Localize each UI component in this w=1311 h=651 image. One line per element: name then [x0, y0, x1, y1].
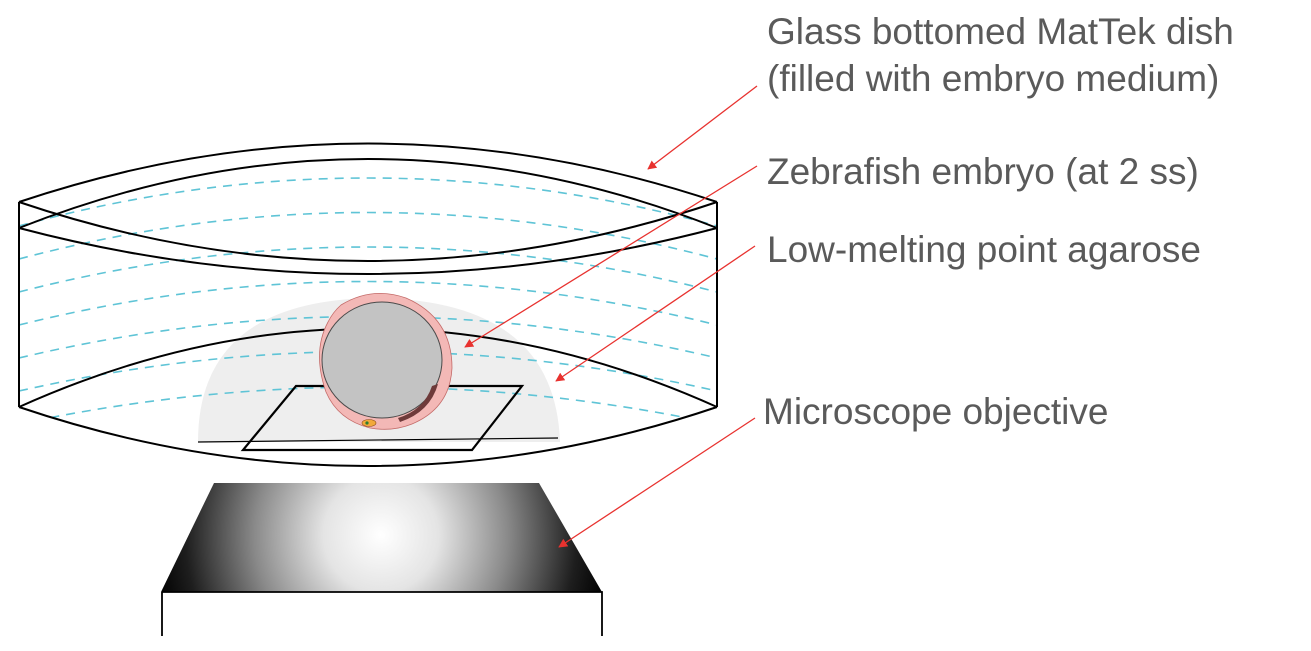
embryo-eye	[365, 421, 369, 425]
embryo-dark-edge	[398, 384, 438, 422]
embryo-yolk	[321, 301, 443, 419]
objective-barrel	[161, 591, 603, 636]
dish-label-line1: Glass bottomed MatTek dish	[767, 11, 1234, 52]
dish-leader-arrow	[647, 85, 758, 170]
embryo-label: Zebrafish embryo (at 2 ss)	[767, 151, 1199, 192]
microscope-objective	[161, 483, 603, 636]
dish-rim-inner	[18, 201, 718, 262]
dish-label-line2: (filled with embryo medium)	[767, 58, 1220, 99]
agarose-leader-arrow	[555, 245, 756, 382]
glass-bottomed-dish	[18, 142, 718, 467]
leader-lines	[464, 85, 758, 548]
embryo-medium	[19, 177, 717, 425]
embryo-body	[361, 419, 377, 427]
objective-label: Microscope objective	[763, 391, 1109, 432]
dish-rim-top	[18, 142, 718, 203]
agarose-base	[197, 437, 559, 443]
dish-bottom-front	[18, 406, 718, 467]
dish-rim-cross-left	[18, 158, 718, 229]
dish-rim-cross-right	[18, 227, 718, 275]
agarose-label: Low-melting point agarose	[767, 229, 1201, 270]
embryo-leader-arrow	[464, 165, 758, 348]
zebrafish-embryo	[319, 293, 453, 430]
dish-label: Glass bottomed MatTek dish (filled with …	[767, 8, 1234, 102]
objective-lens-cone	[161, 483, 602, 592]
objective-leader-arrow	[558, 417, 756, 548]
